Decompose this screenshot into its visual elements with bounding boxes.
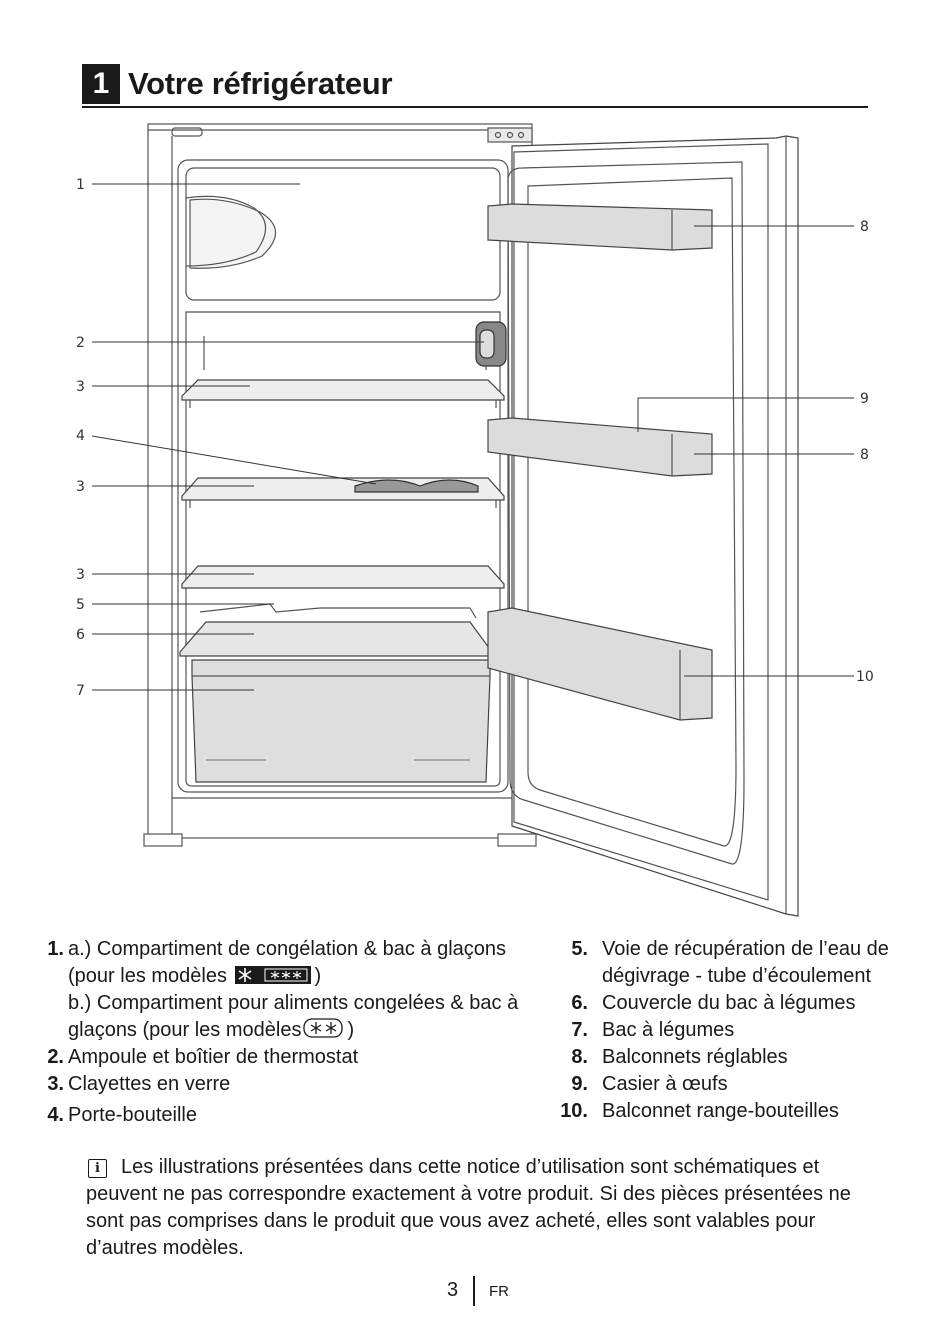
list-item: 2. Ampoule et boîtier de thermostat: [36, 1044, 546, 1071]
callout-label: 3: [76, 379, 85, 395]
list-text: Balconnets réglables: [602, 1046, 788, 1068]
list-item: 9. Casier à œufs: [554, 1071, 934, 1098]
callout-label: 5: [76, 597, 85, 613]
list-item: 6. Couvercle du bac à légumes: [554, 990, 934, 1017]
list-text: a.) Compartiment de congélation & bac à …: [68, 938, 507, 960]
list-text: Porte-bouteille: [68, 1104, 197, 1126]
section-title: Votre réfrigérateur: [128, 66, 393, 101]
callout-label: 1: [76, 177, 85, 193]
note-text: Les illustrations présentées dans cette …: [86, 1156, 851, 1259]
list-item: 10. Balconnet range-bouteilles: [554, 1098, 934, 1125]
callout-label: 8: [860, 447, 869, 463]
list-text: Balconnet range-bouteilles: [602, 1100, 839, 1122]
freezer-four-star-icon: [234, 966, 311, 984]
list-number: 2.: [47, 1046, 64, 1068]
parts-list-left: 1. a.) Compartiment de congélation & bac…: [36, 936, 546, 1129]
glass-shelves: [181, 379, 505, 589]
list-number: 8.: [571, 1046, 588, 1068]
callout-lines: [91, 183, 854, 691]
list-text: (pour les modèles ): [68, 965, 322, 987]
door: [511, 135, 799, 917]
list-item: 3. Clayettes en verre: [36, 1071, 546, 1098]
callout-labels: 1 2 3 4 3 3 5 6 7 8 9 8 10: [76, 177, 874, 699]
callout-label: 3: [76, 479, 85, 495]
crisper-drawer: [191, 659, 491, 783]
list-text: Bac à légumes: [602, 1019, 735, 1041]
list-number: 3.: [47, 1073, 64, 1095]
list-text: Voie de récupération de l’eau de: [602, 938, 889, 960]
page-footer: 3 FR: [0, 1276, 950, 1306]
list-text: dégivrage - tube d’écoulement: [602, 965, 872, 987]
list-item: 5. Voie de récupération de l’eau de dégi…: [554, 936, 934, 990]
list-number: 7.: [571, 1019, 588, 1041]
list-item: 8. Balconnets réglables: [554, 1044, 934, 1071]
list-item: 7. Bac à légumes: [554, 1017, 934, 1044]
list-number: 10.: [560, 1100, 588, 1122]
list-number: 6.: [571, 992, 588, 1014]
list-number: 1.: [47, 938, 64, 960]
refrigerator-diagram: 1 2 3 4 3 3 5 6 7 8 9 8 10: [76, 123, 874, 917]
list-item: 4. Porte-bouteille: [36, 1102, 546, 1129]
callout-label: 4: [76, 428, 85, 444]
callout-label: 6: [76, 627, 85, 643]
list-number: 5.: [571, 938, 588, 960]
freezer-two-star-icon: [303, 1018, 344, 1038]
section-header: 1 Votre réfrigérateur: [82, 62, 868, 108]
language-label: FR: [489, 1283, 509, 1300]
list-text: glaçons (pour les modèles ): [68, 1018, 355, 1041]
list-text: b.) Compartiment pour aliments congelées…: [68, 992, 519, 1014]
parts-list-right: 5. Voie de récupération de l’eau de dégi…: [554, 936, 934, 1125]
callout-label: 3: [76, 567, 85, 583]
list-text: Casier à œufs: [602, 1073, 728, 1095]
list-number: 9.: [571, 1073, 588, 1095]
callout-label: 8: [860, 219, 869, 235]
page-number: 3: [447, 1279, 459, 1301]
list-text: Clayettes en verre: [68, 1073, 231, 1095]
section-number: 1: [82, 64, 120, 104]
callout-label: 7: [76, 683, 85, 699]
info-icon: i: [88, 1159, 107, 1178]
callout-label: 10: [856, 669, 874, 685]
door-racks: [487, 203, 713, 721]
list-text: Ampoule et boîtier de thermostat: [68, 1046, 359, 1068]
footer-divider: [473, 1276, 475, 1306]
callout-label: 9: [860, 391, 869, 407]
callout-label: 2: [76, 335, 85, 351]
list-item: 1. a.) Compartiment de congélation & bac…: [36, 936, 546, 1044]
list-number: 4.: [47, 1104, 64, 1126]
list-text: Couvercle du bac à légumes: [602, 992, 856, 1014]
